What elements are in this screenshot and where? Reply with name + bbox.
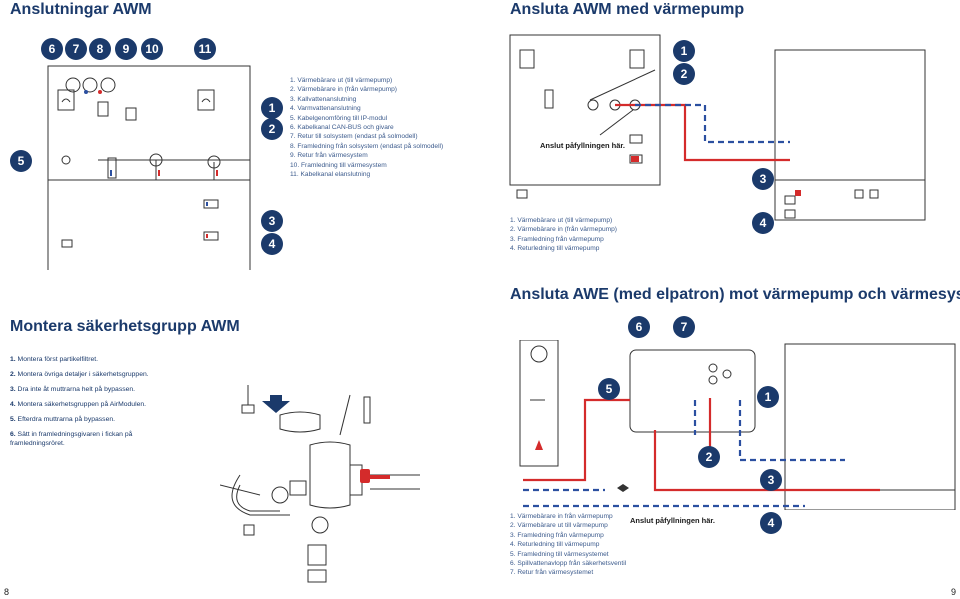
step-4: 4. Montera säkerhetsgruppen på AirModule… [10,401,147,408]
legend-item: 9. Retur från värmesystem [290,152,368,160]
page-title-heat-pump: Ansluta AWM med värmepump [510,1,745,18]
legend-item: 4. Returledning till värmepump [510,541,600,549]
callout-awe-6: 6 [628,316,650,338]
legend-item: 2. Värmebärare ut till värmepump [510,522,608,530]
legend-item: 6. Spillvattenavlopp från säkerhetsventi… [510,560,627,568]
callout-3: 3 [261,210,283,232]
callout-awe-7: 7 [673,316,695,338]
step-6: 6. Sätt in framledningsgivaren i fickan … [10,431,133,438]
page-title-connections: Anslutningar AWM [10,1,152,18]
callout-5: 5 [10,150,32,172]
legend-item: 2. Värmebärare in (från värmepump) [290,86,398,94]
awe-system-diagram [519,340,956,510]
legend-item: 5. Kabelgenomföring till IP-modul [290,114,388,122]
safety-group-exploded-view [220,385,420,583]
callout-4: 4 [261,233,283,255]
legend-item: 5. Framledning till värmesystemet [510,550,609,558]
legend-item: 2. Värmebärare in (från värmepump) [510,226,618,234]
legend-item: 4. Varmvattenanslutning [290,105,361,113]
legend-item: 7. Retur till solsystem (endast på solmo… [290,133,418,141]
callout-hp-1: 1 [673,40,695,62]
callout-9: 9 [115,38,137,60]
fill-connection-note-awe: Anslut påfyllningen här. [630,516,716,525]
step-2: 2. Montera övriga detaljer i säkerhetsgr… [10,371,149,378]
callout-6: 6 [41,38,63,60]
callout-hp-2: 2 [673,63,695,85]
legend-item: 11. Kabelkanal elanslutning [290,171,371,179]
legend-item: 1. Värmebärare in från värmepump [510,513,613,520]
section-title-awe: Ansluta AWE (med elpatron) mot värmepump… [510,286,960,303]
legend-item: 4. Returledning till värmepump [510,245,600,253]
callout-7: 7 [65,38,87,60]
callout-awe-5: 5 [598,378,620,400]
callout-10: 10 [141,38,163,60]
fill-connection-note: Anslut påfyllningen här. [540,141,626,150]
connection-legend: 1. Värmebärare ut (till värmepump) 2. Vä… [290,76,443,179]
callout-hp-3: 3 [752,168,774,190]
legend-item: 7. Retur från värmesystemet [510,569,594,577]
step-1: 1. Montera först partikelfiltret. [10,356,99,363]
heat-pump-legend: 1. Värmebärare ut (till värmepump) 2. Vä… [510,216,617,254]
section-title-safety-group: Montera säkerhetsgrupp AWM [10,318,240,335]
callout-awe-2: 2 [698,446,720,468]
mounting-steps: 1. Montera först partikelfiltret. 2. Mon… [10,355,149,448]
awm-heat-pump-diagram [509,34,926,221]
legend-item: 1. Värmebärare ut (till värmepump) [510,217,613,224]
callout-11: 11 [194,38,216,60]
legend-item: 1. Värmebärare ut (till värmepump) [290,77,393,84]
step-5: 5. Efterdra muttrarna på bypassen. [10,416,116,423]
step-3: 3. Dra inte åt muttrarna helt på bypasse… [10,386,136,393]
awe-legend: 1. Värmebärare in från värmepump 2. Värm… [510,512,626,578]
callout-awe-3: 3 [760,469,782,491]
legend-item: 10. Framledning till värmesystem [290,161,387,169]
callout-awe-4: 4 [760,512,782,534]
callout-8: 8 [89,38,111,60]
page-number-left: 8 [4,587,10,597]
legend-item: 8. Framledning från solsystem (endast på… [290,142,444,150]
callout-1: 1 [261,97,283,119]
callout-awe-1: 1 [757,386,779,408]
legend-item: 3. Kallvattenanslutning [290,95,357,103]
legend-item: 3. Framledning från värmepump [510,235,604,243]
awm-connection-diagram [47,65,251,270]
page-number-right: 9 [951,587,957,597]
callout-hp-4: 4 [752,212,774,234]
step-6-cont: framledningsröret. [10,440,65,447]
legend-item: 3. Framledning från värmepump [510,531,604,539]
legend-item: 6. Kabelkanal CAN-BUS och givare [290,124,394,132]
callout-2: 2 [261,118,283,140]
